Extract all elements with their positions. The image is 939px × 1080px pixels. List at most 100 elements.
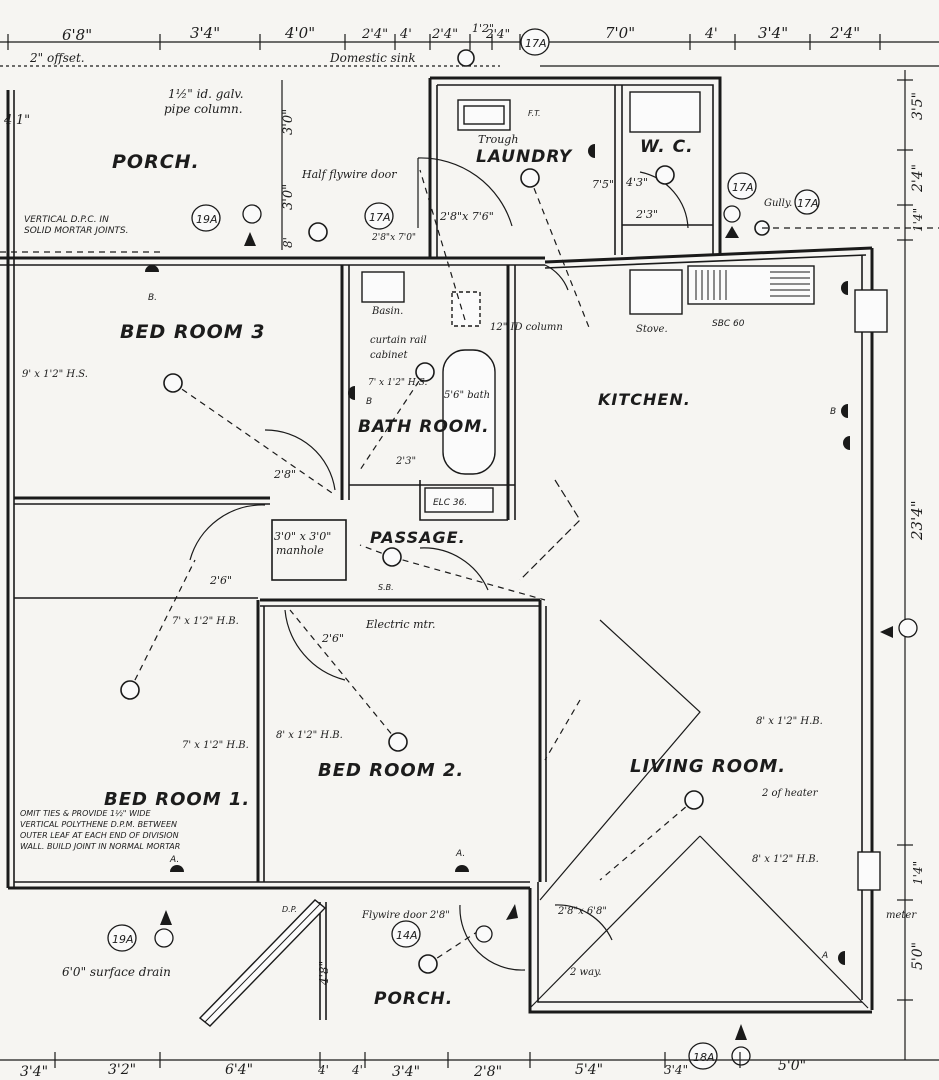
note-trough: Trough [478,133,518,146]
tag-label: 14A [396,929,418,942]
outlet-a-bedroom1 [170,865,184,872]
marker-a-bed2: A. [455,849,465,859]
top-dim-6: 2'4" [431,27,458,42]
room-kitchen: KITCHEN. [598,390,691,409]
note-omit-ties-1: OMIT TIES & PROVIDE 1½" WIDE [20,809,151,818]
light-bathroom [415,362,435,382]
note-bed3-door: 2'8" [273,468,296,481]
outlet-a-bedroom2 [455,865,469,872]
note-ft: F.T. [528,109,541,118]
bottom-dim-9: 3'4" [664,1063,688,1077]
note-flywire-door: Half flywire door [301,168,397,181]
bottom-dim-4: 4' [317,1063,329,1077]
tag-19a-bottom [107,924,137,952]
right-dim-4: 23'4" [908,500,926,541]
top-dim-1: 6'8" [62,26,92,44]
room-labels: PORCH. LAUNDRY W. C. BED ROOM 3 BATH ROO… [104,137,786,1009]
note-bed2-door: 2'6" [321,632,344,645]
note-curtain-rail: curtain rail [370,335,427,346]
door-swings [189,157,689,971]
tag-label: 18A [693,1051,715,1064]
note-offset: 2" offset. [29,51,85,65]
top-dimension-string: 6'8" 3'4" 4'0" 2'4" 4' 2'4" 1'2" 2'4" 7'… [0,22,939,67]
tag-label: 17A [525,37,547,50]
light-laundry [520,168,540,188]
tag-label: 17A [369,211,391,224]
kitchen-stove [629,269,683,315]
note-dp: D.P. [282,905,297,914]
light-bedroom2 [388,732,408,752]
note-cabinet: cabinet [370,350,409,361]
room-living: LIVING ROOM. [630,756,786,777]
left-dim-4: 8' [281,237,295,248]
top-dim-7: 1'2" [472,22,494,35]
note-wc-door: 2'3" [635,208,658,221]
light-porch-bottom [418,954,438,974]
domestic-sink-trap [457,49,475,67]
marker-a-living: A [821,951,828,961]
top-dim-4: 2'4" [361,27,388,42]
right-dim-2: 2'4" [910,164,926,193]
tag-17a-wc [727,172,757,200]
left-dim-3: 3'0" [281,184,296,210]
note-wc-dims: 4'3" [625,176,648,189]
note-laundry-dims: 7'5" [592,178,614,191]
bathroom-basin [361,271,405,303]
light-bedroom3 [163,373,183,393]
top-dim-8: 2'4" [485,27,510,41]
note-bath: 5'6" bath [444,390,490,401]
note-hs-bath: 7' x 1'2" H.S. [368,378,427,388]
note-meter: meter [886,910,917,921]
note-pipe-column-2: pipe column. [164,102,243,116]
left-dim-5: 4'8" [317,961,331,986]
bottom-dimension-string: 3'4" 3'2" 6'4" 4' 4' 3'4" 2'8" 5'4" 3'4"… [0,1052,939,1080]
note-omit-ties-3: OUTER LEAF AT EACH END OF DIVISION [20,831,179,840]
note-bath-door: 2'3" [395,456,416,467]
note-sbc: SBC 60 [712,319,745,329]
note-pipe-column-1: 1½" id. galv. [168,87,244,101]
bottom-dim-7: 2'8" [473,1064,502,1080]
tag-label: 19A [112,933,134,946]
bottom-dim-2: 3'2" [108,1062,136,1078]
note-door-living: 2'8"x 6'8" [557,906,607,917]
note-two-way: 2 way. [569,967,602,978]
left-dim-2: 3'0" [281,109,296,135]
top-dim-5: 4' [399,27,412,42]
tag-17a-porch [364,202,394,230]
note-omit-ties-2: VERTICAL POLYTHENE D.P.M. BETWEEN [20,820,177,829]
wc-cistern [629,91,701,133]
room-wc: W. C. [640,137,694,157]
room-bedroom2: BED ROOM 2. [318,760,464,781]
bottom-dim-6: 3'4" [392,1064,420,1080]
right-dim-5: 1'4" [911,861,925,885]
note-hb-living-top: 8' x 1'2" H.B. [756,716,823,727]
light-porch [308,222,328,242]
bath-tub [442,349,496,475]
note-column: 12" ID column [490,322,563,333]
outlet-b-bath [348,386,355,400]
light-bedroom1 [120,680,140,700]
room-passage: PASSAGE. [370,528,466,547]
top-dim-11: 3'4" [758,24,788,42]
note-heater: 2 of heater [761,788,819,799]
internal-walls [14,85,713,882]
note-stove: Stove. [636,324,668,335]
tag-17a-top [520,28,550,56]
note-laundry-door: 2'8"x 7'6" [439,210,494,223]
bottom-dim-1: 3'4" [20,1064,48,1080]
tag-14a [391,920,421,948]
tag-label: 17A [732,181,754,194]
note-omit-ties-4: WALL. BUILD JOINT IN NORMAL MORTAR [20,842,180,851]
outlet-b-kitchen [841,404,848,418]
left-dim-1: 4'1" [3,113,30,128]
marker-b-kitchen: B [830,407,836,417]
note-sb: S.B. [378,583,394,592]
room-laundry: LAUNDRY [476,147,573,167]
right-dim-6: 5'0" [910,942,926,970]
note-hb-bed2: 8' x 1'2" H.B. [276,730,343,741]
kitchen-sink-drainer [687,265,815,305]
room-porch-bottom: PORCH. [374,989,453,1009]
note-surface-drain: 6'0" surface drain [62,965,171,979]
top-dim-2: 3'4" [190,24,220,42]
